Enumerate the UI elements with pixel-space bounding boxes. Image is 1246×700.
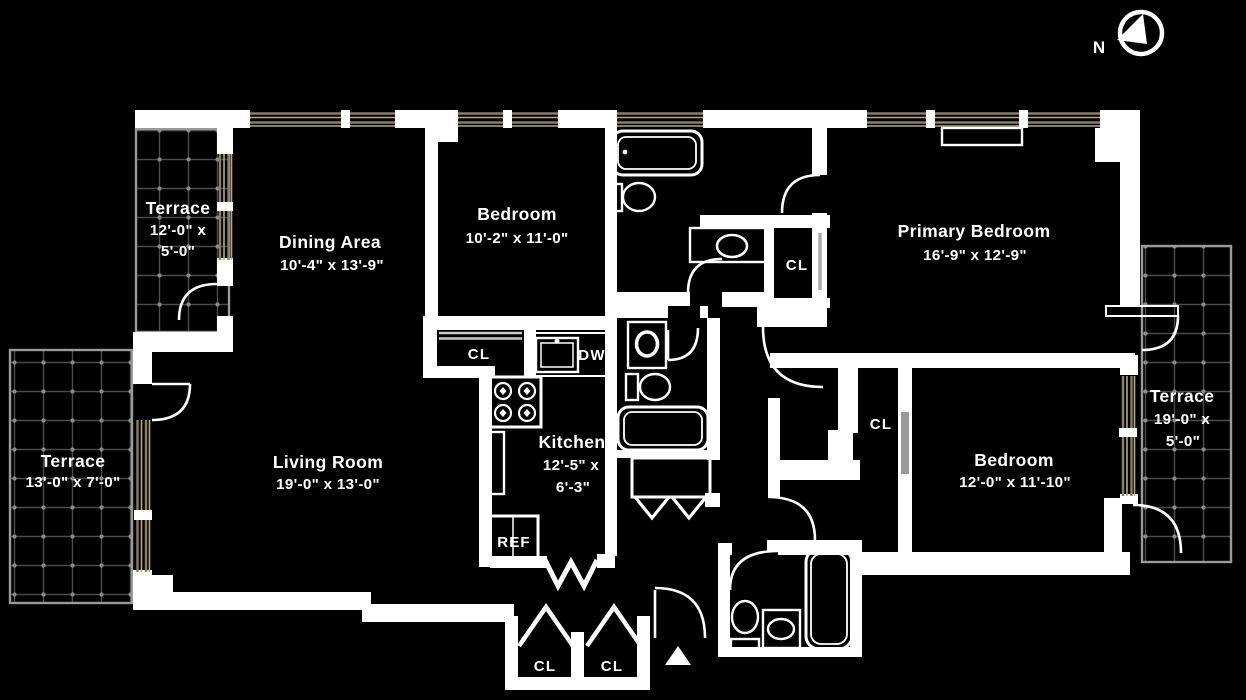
closet-label-foyer-left: CL [534, 658, 556, 675]
north-label: N [1093, 38, 1105, 57]
toilet-top-icon [608, 181, 657, 213]
svg-text:5'-0": 5'-0" [161, 243, 195, 260]
svg-text:Terrace: Terrace [146, 198, 211, 218]
door-arc-terrace-left [151, 382, 192, 422]
door-leaf-primary-terrace [1105, 305, 1179, 317]
svg-text:16'-9" x 12'-9": 16'-9" x 12'-9" [923, 247, 1027, 264]
room-label-primary-bedroom: Primary Bedroom 16'-9" x 12'-9" [898, 221, 1051, 264]
svg-text:6'-3": 6'-3" [556, 479, 590, 496]
door-arc-bedroom-terrace [1132, 503, 1183, 554]
stove-icon [487, 375, 543, 429]
closet-label-foyer-right: CL [601, 658, 623, 675]
window-primary-bedroom [867, 110, 1100, 128]
closet-label-kitchen: CL [468, 346, 490, 363]
room-labels: Terrace 12'-0" x 5'-0" Dining Area 10'-4… [25, 198, 1214, 496]
room-label-kitchen: Kitchen 12'-5" x 6'-3" [539, 432, 606, 496]
svg-text:Bedroom: Bedroom [974, 450, 1054, 470]
svg-text:Terrace: Terrace [41, 451, 106, 471]
door-arc-bathroom-top [686, 257, 723, 294]
bathtub-middle-icon [616, 405, 710, 452]
svg-text:Terrace: Terrace [1150, 386, 1215, 406]
refrigerator-label: REF [497, 534, 531, 551]
window-dining [250, 110, 395, 128]
closet-label-primary: CL [786, 257, 808, 274]
windows [134, 110, 1137, 572]
room-label-terrace-left: Terrace 13'-0" x 7'-0" [25, 451, 120, 491]
window-bedroom-top [458, 110, 558, 128]
bathtub-bottom-icon [804, 547, 854, 651]
window-terrace-top-left [217, 154, 233, 260]
refrigerator-icon [487, 514, 540, 562]
doors [151, 173, 1183, 639]
door-arc-terrace-top-left [177, 282, 218, 321]
window-living-room [134, 420, 152, 572]
svg-text:Bedroom: Bedroom [477, 204, 557, 224]
kitchen-splayed-opening [542, 556, 600, 592]
svg-text:Primary Bedroom: Primary Bedroom [898, 221, 1051, 241]
fixture-labels: CL CL CL CL CL DW REF [468, 257, 892, 675]
closet-doors [439, 233, 909, 648]
svg-text:12'-5" x: 12'-5" x [543, 457, 600, 474]
room-label-living-room: Living Room 19'-0" x 13'-0" [273, 452, 383, 493]
room-label-bedroom-top: Bedroom 10'-2" x 11'-0" [466, 204, 569, 247]
primary-window-sill [940, 126, 1024, 147]
kitchen-counter [485, 430, 506, 496]
bifold-door-foyer-right [585, 603, 643, 648]
svg-text:19'-0" x 13'-0": 19'-0" x 13'-0" [276, 476, 380, 493]
door-arc-primary-terrace [1141, 315, 1180, 352]
door-arc-hall-foyer [767, 495, 817, 541]
svg-text:10'-2" x 11'-0": 10'-2" x 11'-0" [466, 230, 569, 247]
room-label-bedroom-right: Bedroom 12'-0" x 11'-10" [959, 450, 1071, 491]
bifold-door-hall-closet [633, 495, 708, 521]
toilet-bottom-icon [729, 599, 761, 653]
door-arc-entrance [653, 586, 707, 639]
terrace-top-left-floor [134, 127, 231, 334]
svg-text:19'-0" x: 19'-0" x [1154, 411, 1211, 428]
room-label-terrace-top-left: Terrace 12'-0" x 5'-0" [146, 198, 211, 260]
window-bathroom-top [617, 110, 703, 128]
svg-text:10'-4" x 13'-9": 10'-4" x 13'-9" [280, 257, 384, 274]
sliding-door-bedroom-closet [901, 412, 909, 474]
door-arc-bathroom-middle [666, 327, 700, 362]
sink-middle-icon [626, 320, 668, 370]
terrace-left-floor [8, 348, 134, 605]
hall-closet-box [630, 456, 712, 499]
fixtures [485, 126, 1024, 653]
room-label-terrace-right: Terrace 19'-0" x 5'-0" [1150, 386, 1215, 450]
door-arc-bathroom-bottom [728, 549, 779, 591]
sink-bottom-icon [761, 608, 802, 650]
dishwasher-label: DW [578, 347, 605, 364]
window-bedroom-right [1119, 376, 1137, 496]
north-arrow-icon [1117, 9, 1165, 57]
door-arc-hall [761, 326, 824, 389]
svg-text:13'-0" x 7'-0": 13'-0" x 7'-0" [25, 474, 120, 491]
svg-text:12'-0" x: 12'-0" x [150, 222, 207, 239]
svg-text:Dining Area: Dining Area [279, 232, 381, 252]
bathtub-top-icon [610, 129, 704, 177]
svg-text:12'-0" x 11'-10": 12'-0" x 11'-10" [959, 474, 1071, 491]
door-arc-primary-bedroom [780, 173, 821, 214]
entrance-arrow-icon [665, 646, 691, 665]
bifold-door-foyer-left [517, 603, 575, 648]
room-label-dining-area: Dining Area 10'-4" x 13'-9" [279, 232, 384, 274]
toilet-middle-icon [624, 372, 672, 402]
closet-label-bedroom-right: CL [870, 416, 892, 433]
kitchen-sink-icon [531, 332, 613, 377]
svg-text:Kitchen: Kitchen [539, 432, 606, 452]
svg-text:5'-0": 5'-0" [1166, 433, 1200, 450]
svg-text:Living Room: Living Room [273, 452, 383, 472]
sliding-door-kitchen-closet [439, 331, 522, 340]
vanity-sink-top-icon [688, 226, 772, 264]
